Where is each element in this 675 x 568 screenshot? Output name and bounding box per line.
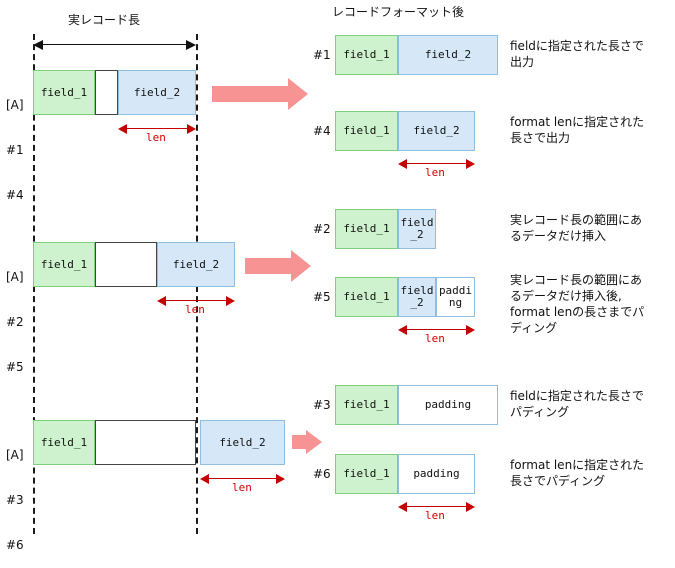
group-3-source-field-2: field_2 (200, 420, 285, 465)
result-4-len-line (403, 163, 470, 164)
result-6-len-right-head (466, 502, 475, 512)
result-4-number: #4 (313, 124, 331, 138)
group-1-source-len-left-head (118, 124, 127, 134)
group-1-tag-a: [A] (6, 98, 24, 112)
result-3-description: fieldに指定された長さで パディング (510, 389, 644, 419)
group-3-source-field-1: field_1 (33, 420, 95, 465)
result-5-cell-2: field _2 (398, 277, 436, 317)
result-5-len-left-head (398, 325, 407, 335)
result-4-description: format lenに指定された 長さで出力 (510, 115, 645, 145)
result-5-description: 実レコード長の範囲にあ るデータだけ挿入後, format lenの長さまでパ … (510, 273, 645, 335)
result-1-description: fieldに指定された長さで 出力 (510, 39, 644, 69)
result-6-len-left-head (398, 502, 407, 512)
group-1-tag-2: #4 (6, 188, 24, 202)
result-5-cell-1: field_1 (335, 277, 398, 317)
result-5-len-right-head (466, 325, 475, 335)
group-2-tag-2: #5 (6, 360, 24, 374)
group-2-source-len-label: len (185, 303, 205, 316)
group-2-source-field-1: field_1 (33, 242, 95, 287)
result-5-cell-3: paddi ng (436, 277, 475, 317)
result-2-cell-1: field_1 (335, 209, 398, 249)
result-1-number: #1 (313, 48, 331, 62)
group-1-tag-1: #1 (6, 143, 24, 157)
group-3-tag-a: [A] (6, 448, 24, 462)
result-4-cell-1: field_1 (335, 111, 398, 151)
record-length-title: 実レコード長 (68, 13, 141, 27)
result-6-description: format lenに指定された 長さでパディング (510, 458, 645, 488)
group-2-source-gap (95, 242, 157, 287)
group-3-source-len-left-head (200, 474, 209, 484)
group-3-source-len-label: len (232, 481, 252, 494)
group-3-tag-1: #3 (6, 493, 24, 507)
result-5-len-line (403, 329, 470, 330)
result-2-description: 実レコード長の範囲にあ るデータだけ挿入 (510, 213, 643, 243)
group-3-tag-2: #6 (6, 538, 24, 552)
group-1-source-field-1: field_1 (33, 70, 95, 115)
record-length-arrow-line (38, 44, 191, 45)
group-2-source-len-right-head (226, 296, 235, 306)
result-1-cell-2: field_2 (398, 35, 498, 75)
result-6-cell-1: field_1 (335, 454, 398, 494)
group-3-source-len-right-head (276, 474, 285, 484)
result-4-cell-2: field_2 (398, 111, 475, 151)
group-3-source-gap (95, 420, 196, 465)
group-3-source-len-line (205, 478, 280, 479)
group-2-source-len-left-head (157, 296, 166, 306)
group-2-tag-a: [A] (6, 270, 24, 284)
result-1-cell-1: field_1 (335, 35, 398, 75)
result-6-len-label: len (425, 509, 445, 522)
group-2-tag-1: #2 (6, 315, 24, 329)
result-6-number: #6 (313, 467, 331, 481)
result-4-len-label: len (425, 166, 445, 179)
result-4-len-left-head (398, 159, 407, 169)
result-2-cell-2: field _2 (398, 209, 436, 249)
record-length-arrow-right-head (186, 40, 196, 50)
result-3-number: #3 (313, 398, 331, 412)
group-1-flow-arrow (212, 78, 308, 110)
group-1-source-len-line (123, 128, 191, 129)
group-2-source-field-2: field_2 (157, 242, 235, 287)
result-4-len-right-head (466, 159, 475, 169)
group-3-tags: [A] #3 #6 (6, 418, 24, 568)
result-2-number: #2 (313, 222, 331, 236)
result-6-cell-2: padding (398, 454, 475, 494)
group-3-flow-arrow (292, 428, 337, 456)
after-format-title: レコードフォーマット後 (332, 5, 465, 19)
record-length-arrow-left-head (33, 40, 43, 50)
result-5-number: #5 (313, 290, 331, 304)
group-1-source-len-label: len (146, 131, 166, 144)
result-3-cell-2: padding (398, 385, 498, 425)
group-2-tags: [A] #2 #5 (6, 240, 24, 390)
result-6-len-line (403, 506, 470, 507)
group-2-source-len-line (162, 300, 230, 301)
group-1-tags: [A] #1 #4 (6, 68, 24, 218)
group-1-source-gap (95, 70, 118, 115)
group-2-flow-arrow (245, 250, 315, 282)
group-1-source-len-right-head (187, 124, 196, 134)
group-1-source-field-2: field_2 (118, 70, 196, 115)
result-5-len-label: len (425, 332, 445, 345)
result-3-cell-1: field_1 (335, 385, 398, 425)
